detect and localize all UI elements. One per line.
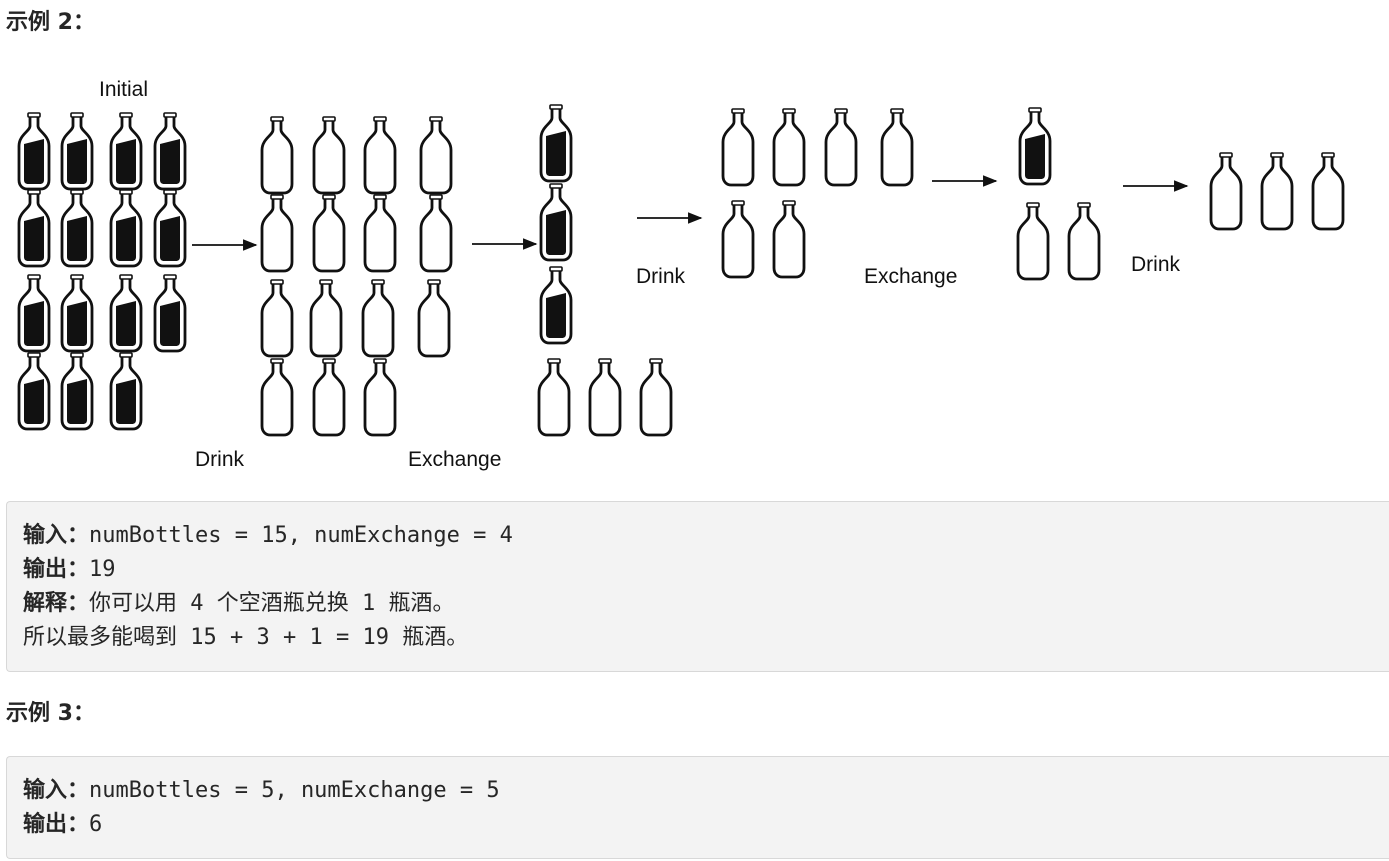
output-label: 输出：	[23, 812, 90, 837]
explanation-label: 解释：	[23, 591, 90, 616]
explanation-formula: 15 + 3 + 1 = 19	[177, 625, 403, 650]
output-line: 输出：19	[23, 553, 1389, 587]
output-line: 输出：6	[23, 808, 1389, 842]
label-drink-2: Drink	[636, 265, 686, 288]
example-3-code-block: 输入：numBottles = 5, numExchange = 5 输出：6	[6, 756, 1389, 859]
output-value: 19	[89, 557, 116, 582]
label-drink-1: Drink	[195, 448, 245, 471]
output-label: 输出：	[23, 557, 90, 582]
explanation-text: 所以最多能喝到	[23, 625, 178, 650]
explanation-text: 个空酒瓶兑换	[216, 591, 349, 616]
input-label: 输入：	[23, 523, 90, 548]
explanation-text: 你可以用	[89, 591, 178, 616]
empty-bottles-after-drink	[262, 117, 451, 435]
initial-full-bottles	[19, 113, 185, 429]
label-exchange-1: Exchange	[408, 448, 501, 471]
input-value: numBottles = 15, numExchange = 4	[89, 523, 513, 548]
explanation-text: 瓶酒。	[402, 625, 469, 650]
input-line: 输入：numBottles = 15, numExchange = 4	[23, 519, 1389, 553]
explanation-line-1: 解释：你可以用 4 个空酒瓶兑换 1 瓶酒。	[23, 587, 1389, 621]
label-exchange-2: Exchange	[864, 265, 957, 288]
empty-bottles-after-drink-2	[723, 109, 912, 277]
bottles-after-exchange-2	[1018, 108, 1099, 279]
label-initial: Initial	[99, 78, 148, 101]
example-2-code-block: 输入：numBottles = 15, numExchange = 4 输出：1…	[6, 501, 1389, 672]
label-drink-3: Drink	[1131, 253, 1181, 276]
explanation-number: 1	[348, 591, 389, 616]
example-3-heading: 示例 3：	[6, 701, 95, 726]
explanation-number: 4	[177, 591, 217, 616]
explanation-text: 瓶酒。	[388, 591, 455, 616]
input-line: 输入：numBottles = 5, numExchange = 5	[23, 774, 1389, 808]
input-label: 输入：	[23, 778, 90, 803]
final-empty-bottles	[1211, 153, 1343, 229]
bottle-exchange-diagram: Initial Drink Exchange Drink Exchange	[0, 78, 1389, 471]
output-value: 6	[89, 812, 103, 837]
input-value: numBottles = 5, numExchange = 5	[89, 778, 500, 803]
example-2-heading: 示例 2：	[6, 10, 95, 35]
explanation-line-2: 所以最多能喝到 15 + 3 + 1 = 19 瓶酒。	[23, 621, 1389, 655]
